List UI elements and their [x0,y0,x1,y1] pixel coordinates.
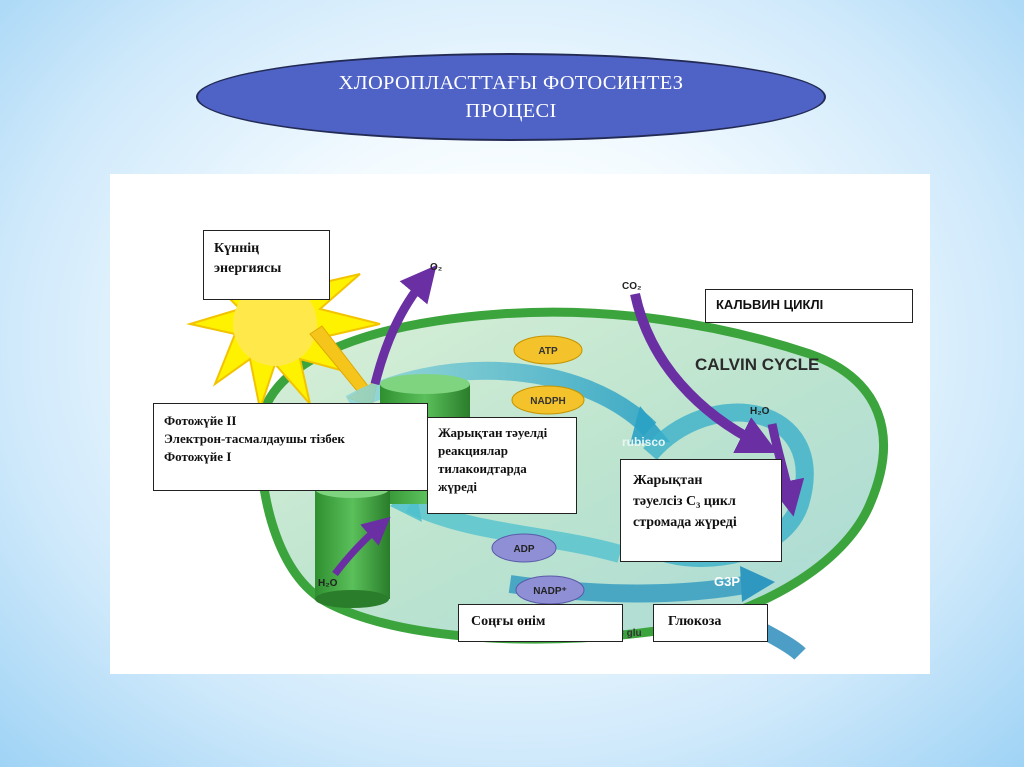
nadp-badge: NADP⁺ [515,575,585,605]
adp-label: ADP [513,544,534,555]
g3p-label: G3P [714,574,740,589]
final-product-box: Соңғы өнім [458,604,623,642]
adp-badge: ADP [491,533,557,563]
glucose-label: Глюкоза [668,614,722,629]
photosystem-box: Фотожүйе ІІ Электрон-тасмалдаушы тізбек … [153,403,428,491]
light-reactions-line-1: Жарықтан тәуелді [438,425,548,440]
nadph-label: NADPH [530,396,566,407]
light-reactions-box: Жарықтан тәуелді реакциялар тилакоидтард… [427,417,577,514]
title-line-2: ПРОЦЕСІ [465,100,557,122]
glu-fragment-label: = glu [618,628,642,639]
photosystem-line-1: Фотожүйе ІІ [164,413,237,428]
h2o-bottom-label: H₂O [318,578,338,589]
atp-badge: ATP [513,335,583,365]
calvin-cycle-box: КАЛЬВИН ЦИКЛІ [705,289,913,323]
rubisco-label: rubisco [622,435,665,449]
light-reactions-line-2: реакциялар [438,443,509,458]
diagram-panel: ATP NADPH ADP NADP⁺ O₂ CO₂ H₂O H₂O CALVI… [110,174,930,674]
title-banner: ХЛОРОПЛАСТТАҒЫ ФОТОСИНТЕЗ ПРОЦЕСІ [196,53,826,141]
dark-reactions-line-2: тәуелсіз С₃ цикл [633,494,736,509]
light-reactions-line-3: тилакоидтарда [438,461,527,476]
o2-label: O₂ [430,262,442,273]
calvin-cycle-en-label: CALVIN CYCLE [695,355,819,374]
light-reactions-line-4: жүреді [438,479,477,494]
h2o-bottom-arrow [332,516,391,577]
nadp-label: NADP⁺ [533,586,567,597]
final-product-label: Соңғы өнім [471,614,546,629]
h2o-top-label: H₂O [750,406,770,417]
atp-label: ATP [538,346,558,357]
glucose-box: Глюкоза [653,604,768,642]
photosystem-line-3: Фотожүйе І [164,449,232,464]
nadph-badge: NADPH [511,385,585,415]
photosystem-line-2: Электрон-тасмалдаушы тізбек [164,431,345,446]
dark-reactions-line-1: Жарықтан [633,473,703,488]
o2-arrow [370,265,437,386]
sun-energy-box: Күннің энергиясы [203,230,330,300]
dark-reactions-line-3: стромада жүреді [633,515,737,530]
dark-reactions-box: Жарықтан тәуелсіз С₃ цикл стромада жүред… [620,459,782,562]
title-line-1: ХЛОРОПЛАСТТАҒЫ ФОТОСИНТЕЗ [338,72,684,94]
co2-arrow [630,292,778,453]
co2-label: CO₂ [622,281,641,292]
calvin-cycle-kz-label: КАЛЬВИН ЦИКЛІ [716,297,824,312]
sun-energy-line-2: энергиясы [214,261,282,276]
sun-energy-line-1: Күннің [214,241,260,256]
